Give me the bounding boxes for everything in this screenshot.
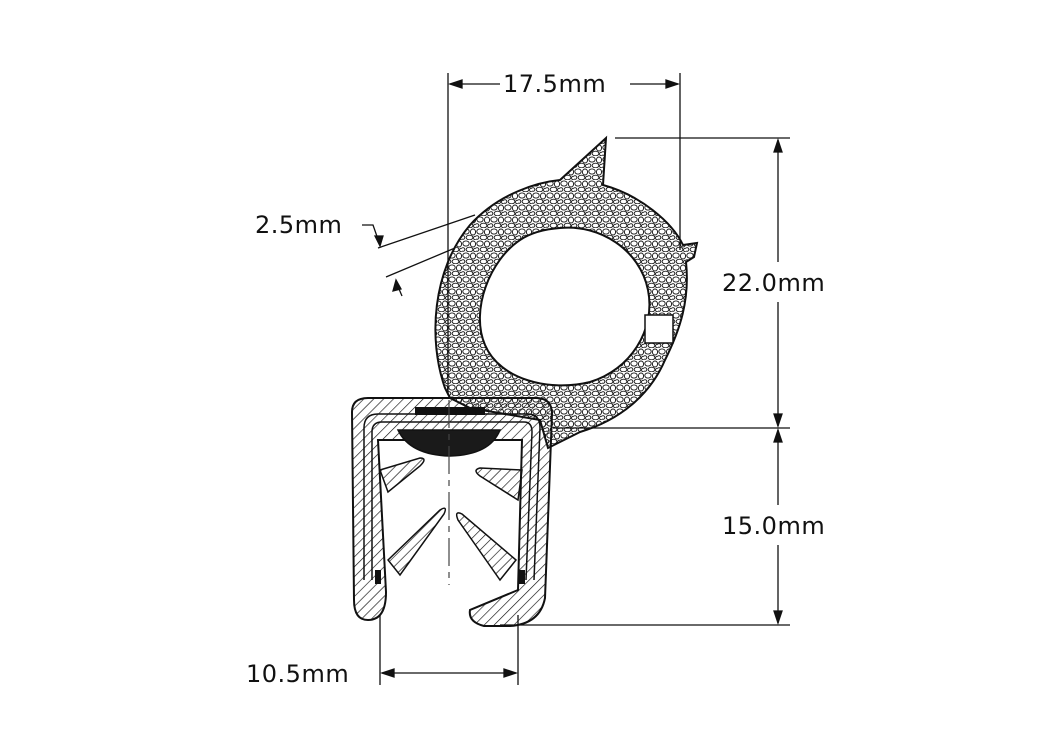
dim-bulb-height: 22.0mm [722,269,826,297]
foam-bulb [434,135,699,450]
trim-channel [350,397,554,627]
dimension-lines [362,73,790,685]
dim-wall-thickness: 2.5mm [255,211,343,239]
dim-trim-height: 15.0mm [722,512,826,540]
dim-top-width: 17.5mm [503,70,607,98]
dim-trim-width: 10.5mm [246,660,350,688]
